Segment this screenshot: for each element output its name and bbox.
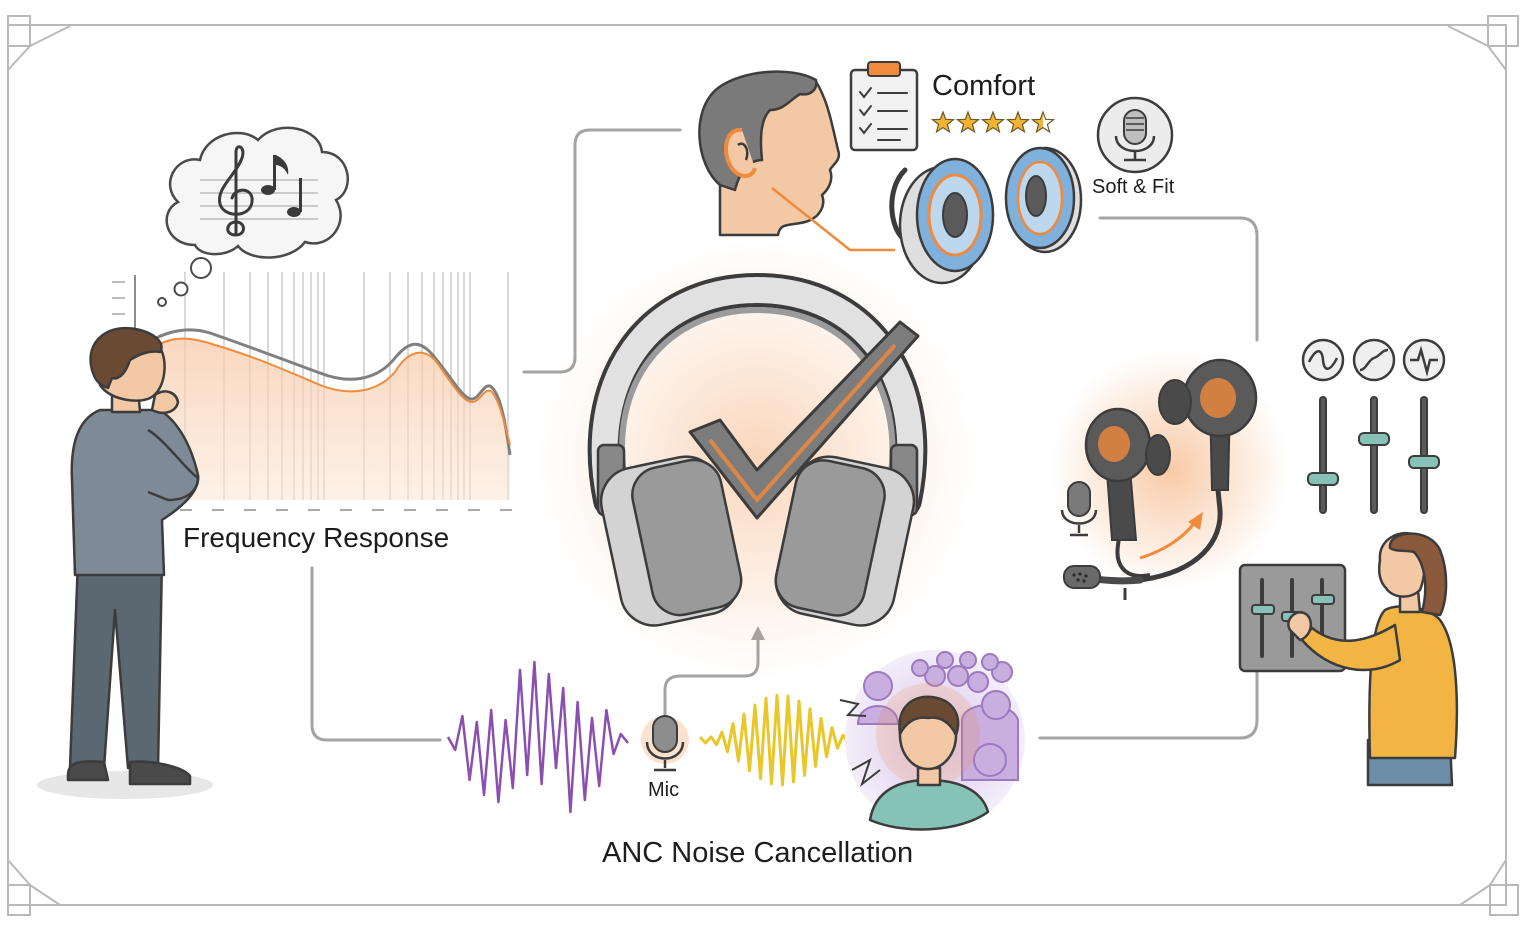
response-curve-gray: [139, 328, 512, 456]
thought-bubble-icon: [157, 126, 350, 307]
checkmark-icon: [688, 320, 920, 520]
earbuds-icon: [1050, 350, 1290, 600]
ear-cushion-icon: [889, 146, 1083, 285]
connector-anc-to-mixer: [1038, 663, 1259, 740]
head-profile-icon: [698, 70, 841, 237]
connector-freq-to-anc: [310, 566, 442, 742]
microphone-icon: [641, 715, 689, 772]
person-icon: [1287, 531, 1459, 787]
anc-noise-cancellation-label: ANC Noise Cancellation: [602, 837, 914, 869]
star-icon: [930, 110, 956, 134]
music-note-icon: [261, 155, 302, 217]
comfort-rating-stars: [930, 110, 1056, 134]
frame: [7, 15, 1519, 916]
star-icon: [1030, 110, 1056, 134]
equalizer-slider-icon: [1301, 338, 1446, 514]
star-icon: [1005, 110, 1031, 134]
connector-comfort-to-eq: [1098, 216, 1259, 342]
ear-pointer-line: [771, 187, 895, 252]
crowd-icon: [839, 650, 1025, 831]
headphones-icon: [537, 240, 977, 680]
soft-fit-label: Soft & Fit: [1092, 176, 1175, 198]
star-icon: [980, 110, 1006, 134]
mic-label: Mic: [648, 779, 680, 801]
frequency-response-label: Frequency Response: [183, 522, 450, 553]
person-icon: [37, 326, 213, 799]
treble-clef-icon: [218, 145, 254, 237]
response-curve-orange: [157, 337, 511, 446]
sine-wave-icon: [1307, 345, 1438, 377]
frequency-chart: [112, 272, 512, 511]
star-icon: [955, 110, 981, 134]
response-area: [158, 338, 510, 500]
clipboard-checklist-icon: [849, 61, 919, 152]
microphone-icon: [1096, 96, 1174, 174]
comfort-label: Comfort: [932, 70, 1036, 102]
sound-wave-icon: [446, 660, 861, 814]
